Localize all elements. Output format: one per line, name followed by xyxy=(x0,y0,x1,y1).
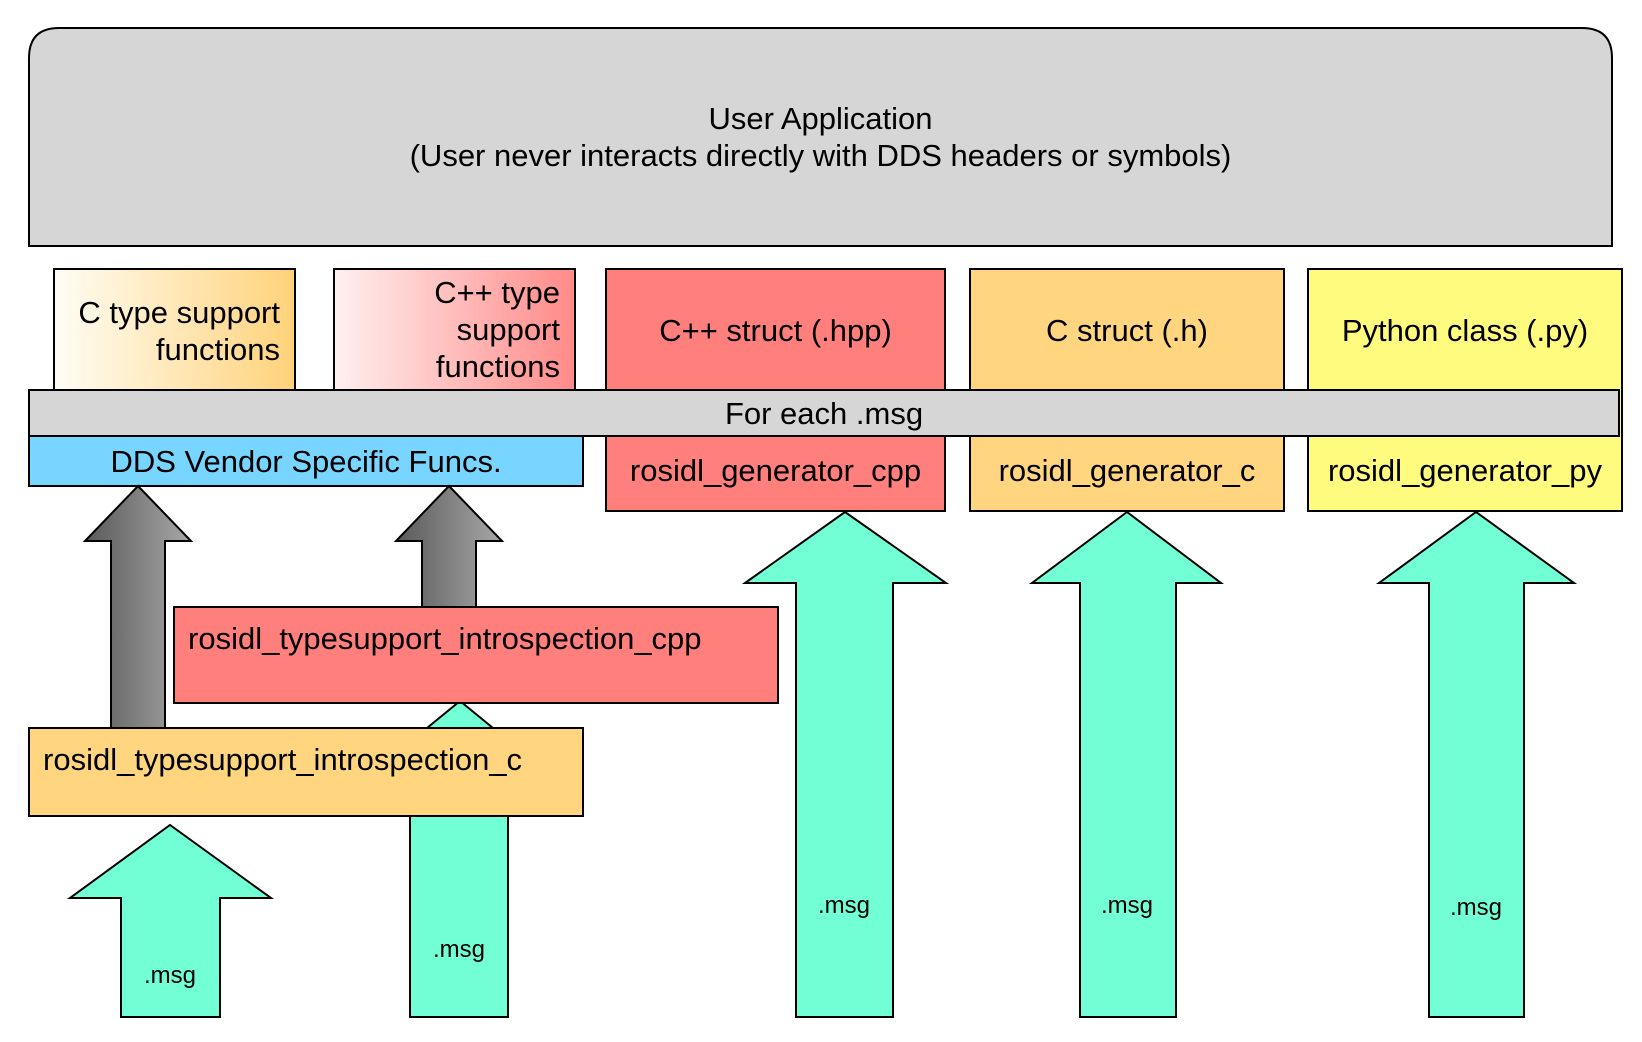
user-application-subtitle: (User never interacts directly with DDS … xyxy=(409,138,1232,173)
dds-vendor-label: DDS Vendor Specific Funcs. xyxy=(110,444,502,479)
teal-arrow-generator-c xyxy=(1028,510,1224,1018)
gray-arrow-right xyxy=(393,484,505,610)
msg-label-generator-c: .msg xyxy=(1100,892,1153,919)
introspection-c-label: rosidl_typesupport_introspection_c xyxy=(43,742,523,777)
msg-label-introspection-c: .msg xyxy=(143,962,196,989)
gray-arrow-left xyxy=(82,484,194,729)
generator-py-label: rosidl_generator_py xyxy=(1327,453,1602,488)
python-class-label: Python class (.py) xyxy=(1341,313,1589,348)
cpp-struct-label: C++ struct (.hpp) xyxy=(659,313,892,348)
dds-vendor-bar xyxy=(28,435,584,487)
generator-c-label: rosidl_generator_c xyxy=(998,453,1256,488)
cpp-type-support-label-line1: C++ type xyxy=(434,275,560,310)
teal-arrow-introspection-c xyxy=(66,823,275,1018)
msg-label-generator-py: .msg xyxy=(1449,894,1502,921)
c-struct-label: C struct (.h) xyxy=(1046,313,1208,348)
c-type-support-box xyxy=(53,268,296,394)
c-type-support-label-line2: functions xyxy=(155,332,280,367)
cpp-type-support-label-line3: functions xyxy=(435,349,560,384)
introspection-c-box xyxy=(28,727,584,817)
teal-arrow-generator-py xyxy=(1375,510,1578,1018)
introspection-cpp-label: rosidl_typesupport_introspection_cpp xyxy=(188,621,702,656)
cpp-type-support-label-line2: support xyxy=(456,312,560,347)
msg-label-introspection-cpp: .msg xyxy=(432,936,485,963)
c-type-support-label-line1: C type support xyxy=(78,295,280,330)
msg-label-generator-cpp: .msg xyxy=(817,892,870,919)
introspection-cpp-box xyxy=(173,606,779,704)
user-application-title: User Application xyxy=(708,101,933,136)
for-each-msg-bar xyxy=(28,389,1620,437)
teal-arrow-generator-cpp xyxy=(741,510,950,1018)
for-each-msg-label: For each .msg xyxy=(724,396,924,431)
generator-cpp-label: rosidl_generator_cpp xyxy=(629,453,922,488)
user-application-panel xyxy=(28,27,1613,247)
